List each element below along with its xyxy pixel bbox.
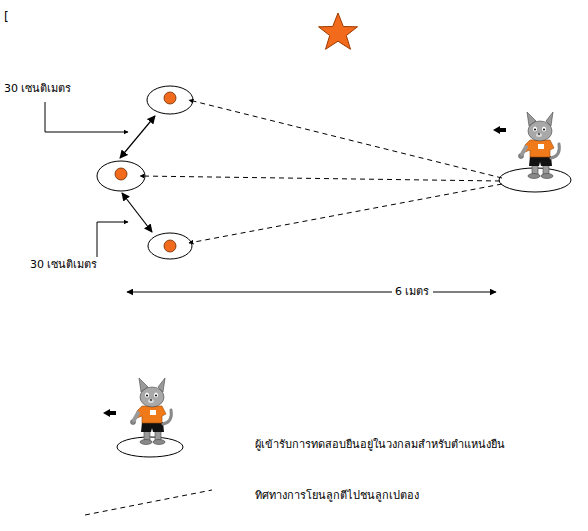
dimension-label: 30 เซนติเมตร [30, 258, 98, 272]
dimension-label: 30 เซนติเมตร [4, 82, 72, 96]
star [319, 13, 358, 49]
leader-lines [45, 102, 128, 257]
target-rings [97, 86, 193, 259]
petanque-balls [115, 92, 176, 252]
throw-lines [140, 100, 502, 243]
dimension-label: 6 เมตร [392, 285, 433, 299]
player [519, 112, 560, 179]
legend-direction-arrow [103, 409, 116, 417]
legend-player [131, 378, 172, 445]
legend-text: ทิศทางการโยนลูกตีไปชนลูกเปตอง [255, 489, 419, 503]
legend-text: ผู้เข้ารับการทดสอบยืนอยู่ในวงกลมสำหรับตำ… [255, 438, 505, 452]
dimension-line [127, 292, 496, 293]
direction-arrow [493, 126, 506, 134]
spacing-arrows [120, 116, 155, 232]
legend-dashed-line [85, 490, 212, 515]
bracket-mark: [ [4, 10, 9, 26]
